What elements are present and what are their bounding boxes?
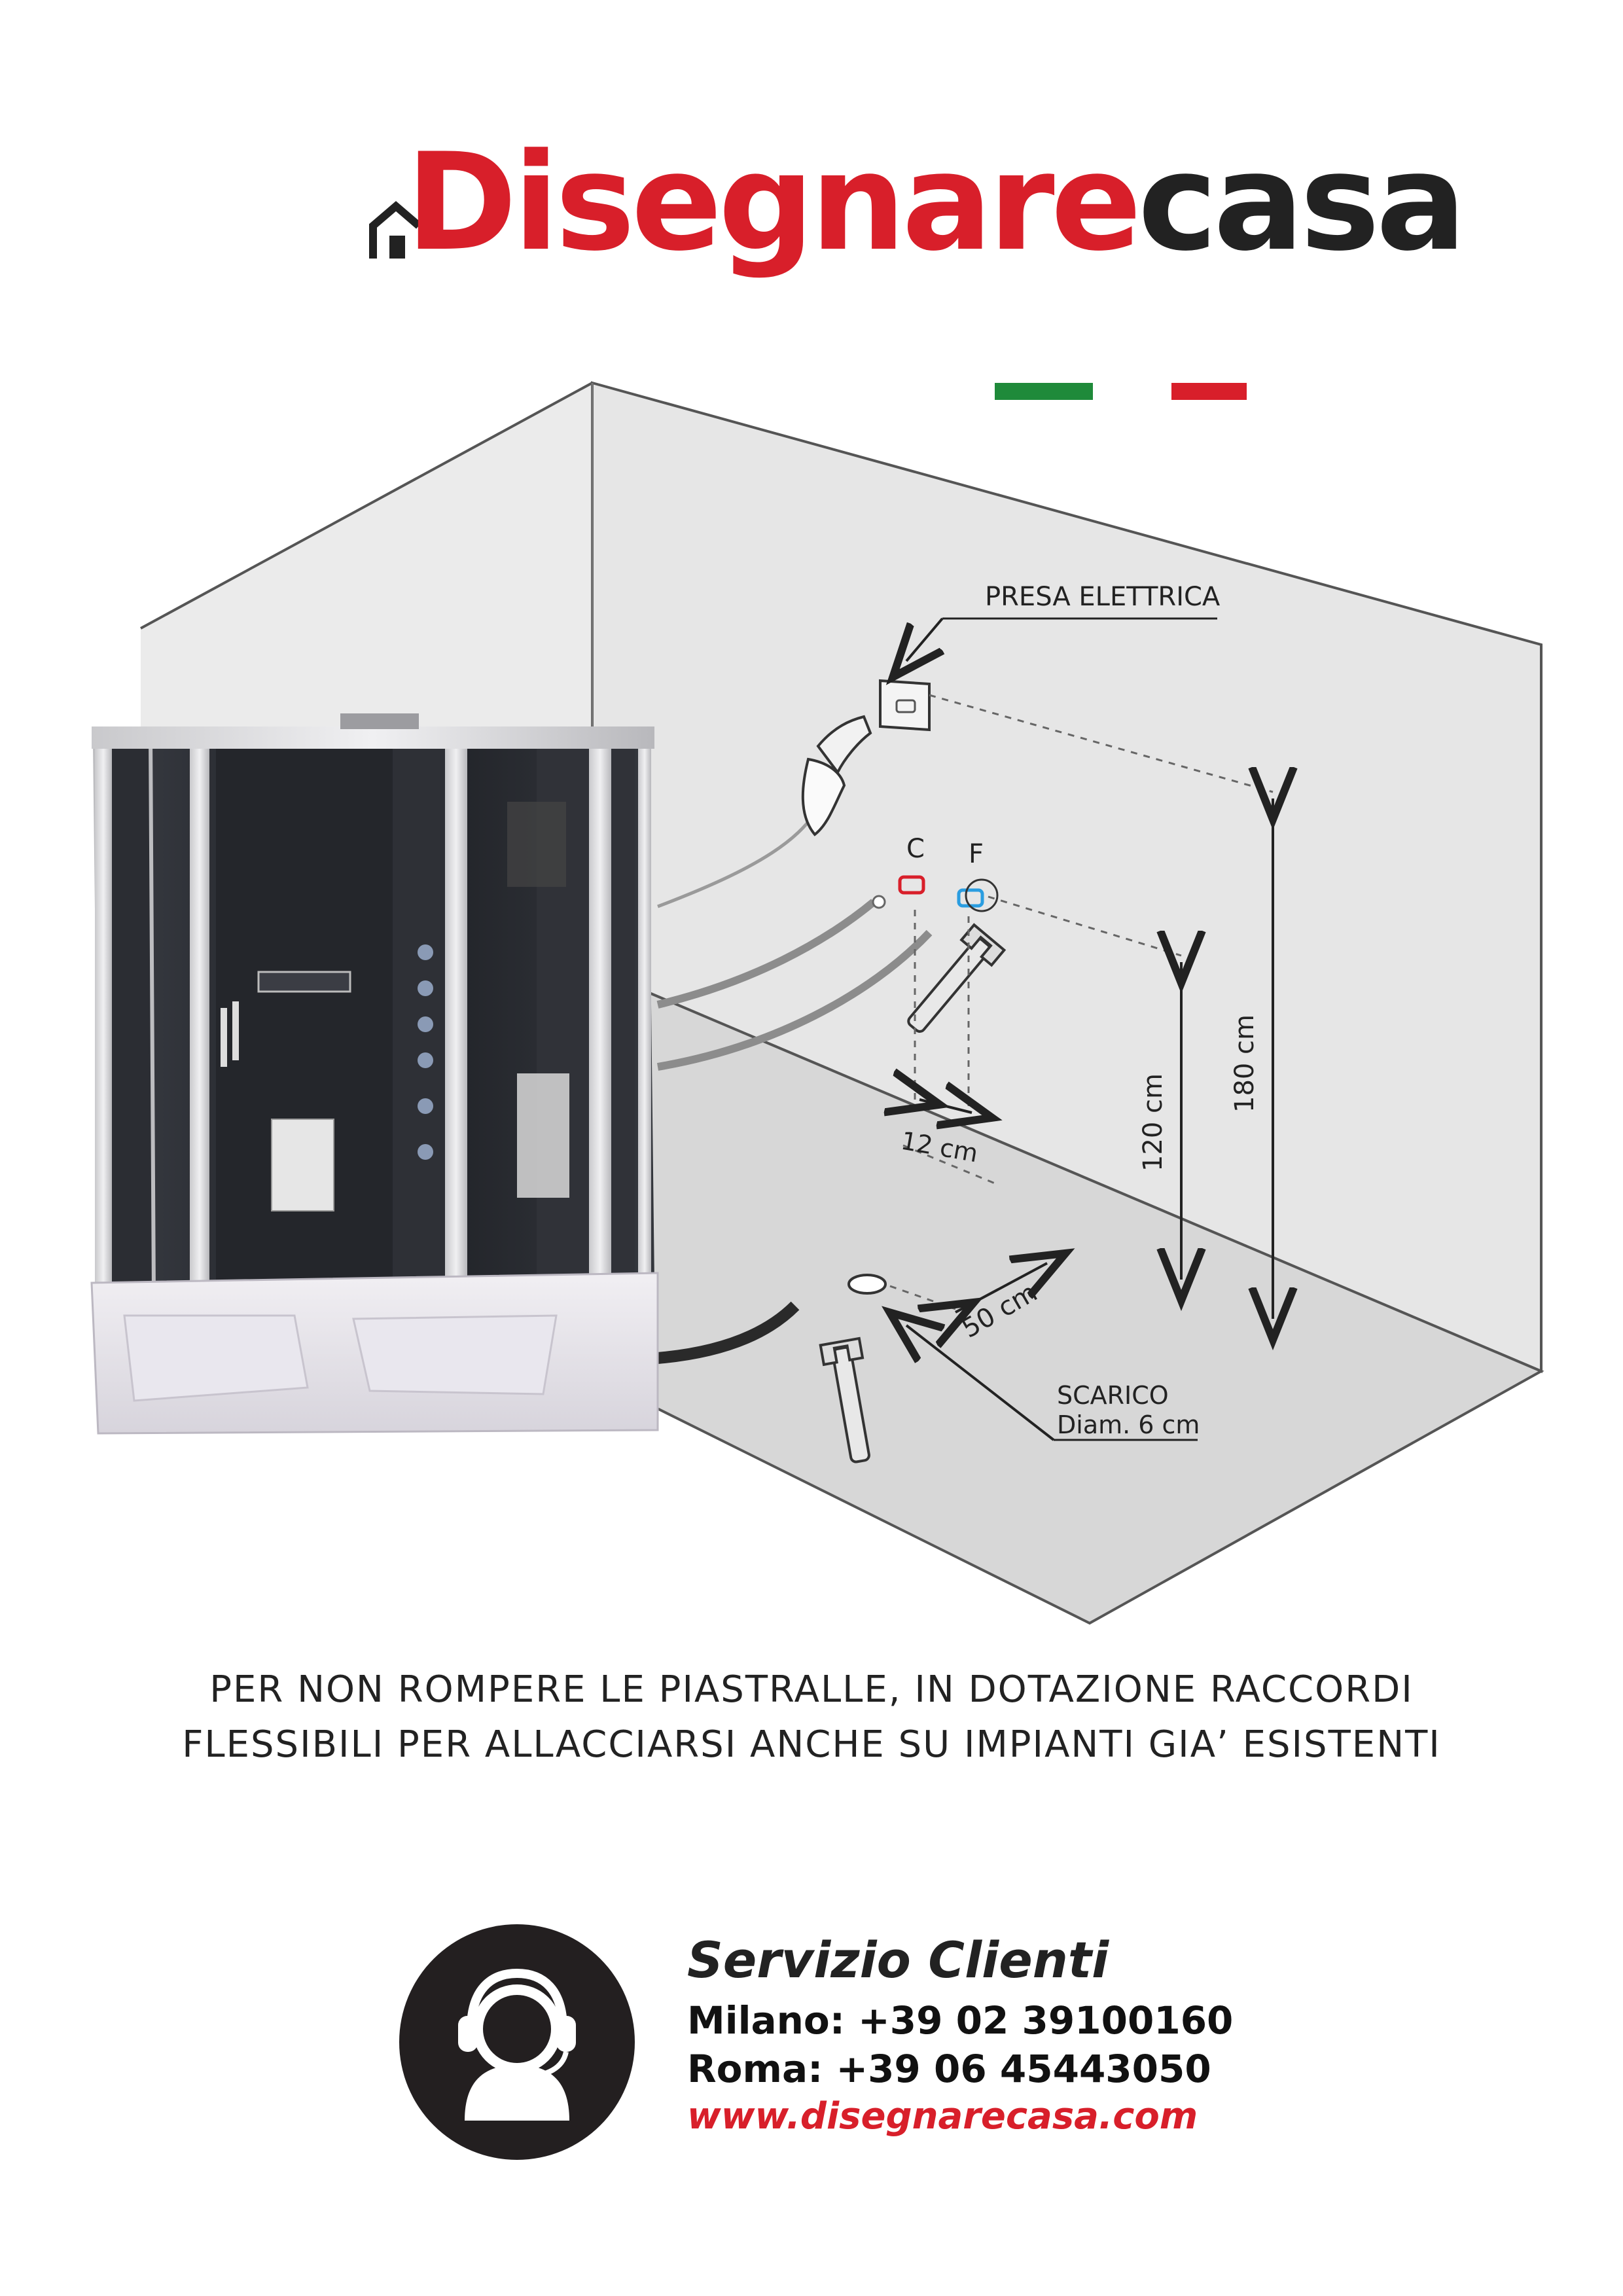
drain-icon xyxy=(847,1274,887,1295)
drain-hose xyxy=(657,1301,800,1364)
customer-service: Servizio Clienti Milano: +39 02 39100160… xyxy=(399,1924,1315,2199)
drain-title-label: SCARICO xyxy=(1057,1381,1169,1410)
hot-tap-icon: C xyxy=(872,834,925,909)
logo-stripe-red xyxy=(1171,383,1247,400)
socket-height-label: 180 cm xyxy=(1230,1014,1260,1113)
support-title: Servizio Clienti xyxy=(687,1931,1109,1989)
drain-wrench-icon xyxy=(819,1336,870,1463)
dimensions xyxy=(890,694,1273,1319)
brand-logo: Disegnarecasa xyxy=(366,128,1467,400)
logo-part-dark: casa xyxy=(1137,125,1467,281)
caption-line-2: FLESSIBILI PER ALLACCIARSI ANCHE SU IMPI… xyxy=(182,1723,1441,1766)
logo-text: Disegnarecasa xyxy=(406,125,1467,281)
logo-part-red: Disegnare xyxy=(406,125,1142,281)
socket-callout: PRESA ELETTRICA xyxy=(906,582,1221,661)
logo-stripe-green xyxy=(995,383,1093,400)
website-link[interactable]: www.disegnarecasa.com xyxy=(687,2095,1198,2138)
electric-socket-icon xyxy=(879,679,931,732)
drain-callout: SCARICO Diam. 6 cm xyxy=(906,1325,1200,1441)
house-logo-icon xyxy=(369,201,421,259)
shower-cabin xyxy=(90,713,659,1435)
cold-tap-icon: F xyxy=(957,839,999,912)
socket-label: PRESA ELETTRICA xyxy=(985,582,1221,612)
info-caption: PER NON ROMPERE LE PIASTRALLE, IN DOTAZI… xyxy=(0,1662,1623,1772)
logo-stripe-white xyxy=(1093,383,1171,400)
milano-phone[interactable]: Milano: +39 02 39100160 xyxy=(687,1998,1234,2043)
cold-label: F xyxy=(969,839,984,869)
headset-operator-icon xyxy=(399,1924,635,2160)
roma-phone[interactable]: Roma: +39 06 45443050 xyxy=(687,2047,1211,2091)
hot-hose xyxy=(656,899,876,1009)
hot-label: C xyxy=(906,834,925,864)
taps-height-label: 120 cm xyxy=(1138,1073,1168,1172)
drain-diameter-label: Diam. 6 cm xyxy=(1057,1410,1200,1439)
installation-diagram: PRESA ELETTRICA C F 12 cm 120 cm 180 cm xyxy=(90,381,1544,1625)
support-contacts: Servizio Clienti Milano: +39 02 39100160… xyxy=(687,1931,1233,2138)
cold-hose xyxy=(656,929,933,1071)
caption-line-1: PER NON ROMPERE LE PIASTRALLE, IN DOTAZI… xyxy=(209,1668,1414,1711)
electric-plug xyxy=(801,715,872,836)
